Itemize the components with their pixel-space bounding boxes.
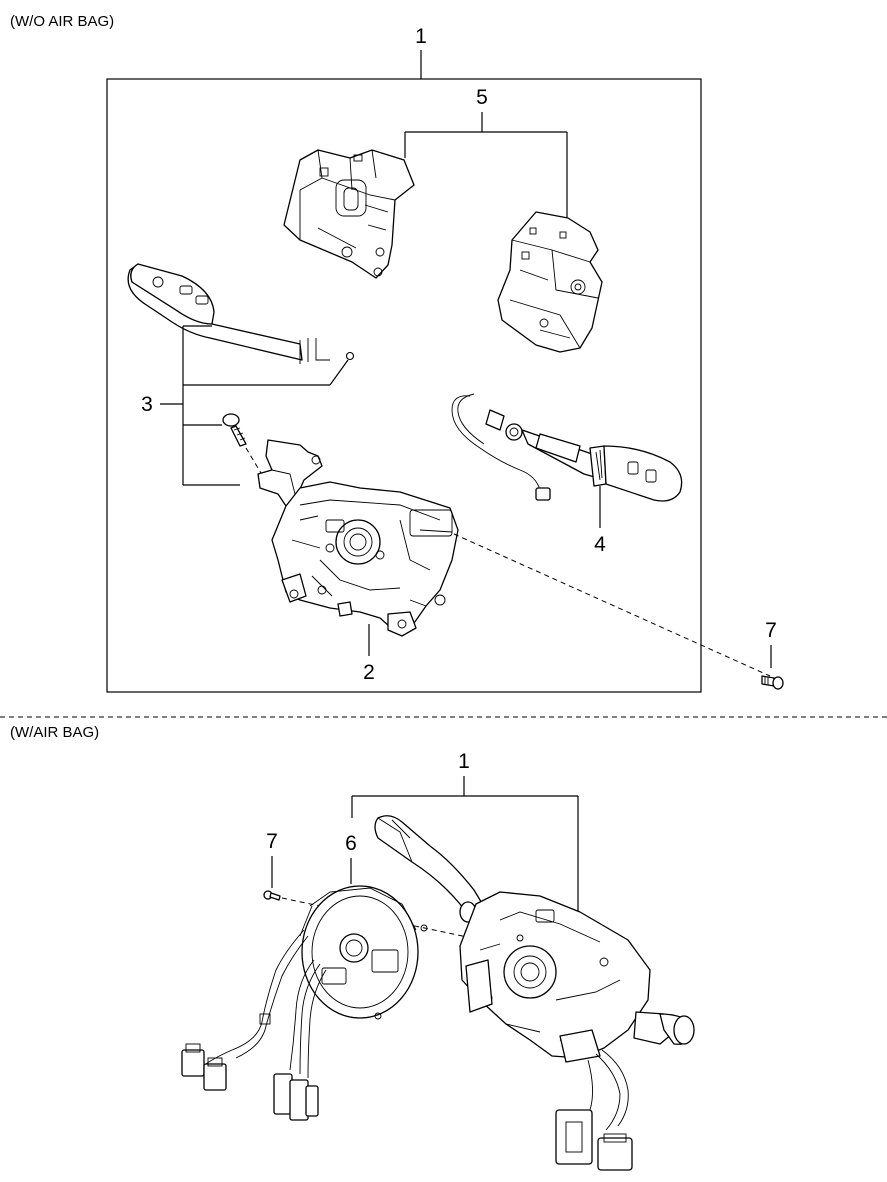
leader-1-bottom-bracket [351,776,579,912]
switch-housing-right [497,211,603,353]
clock-spring [299,885,428,1020]
leader-5-bracket [404,112,568,225]
callout-4: 4 [594,533,606,556]
switch-housing-left [283,149,415,279]
section-label-without-airbag: (W/O AIR BAG) [10,13,114,30]
screw-7-dashed-leader [453,533,771,677]
screw-7-bottom [263,890,281,901]
section-label-with-airbag: (W/AIR BAG) [10,724,99,741]
light-switch-lever [127,263,355,364]
callout-1-top: 1 [415,25,427,48]
switch-body [271,481,459,637]
leader-3-bracket [160,325,349,486]
callout-5: 5 [476,86,488,109]
callout-2: 2 [363,661,375,684]
assembly-frame [106,78,702,693]
screw-7-top [761,675,784,690]
callout-7-top: 7 [765,619,777,642]
clock-spring-harness [181,929,327,1121]
callout-3: 3 [141,393,153,416]
wiper-switch-lever [451,393,683,502]
switch-assembly-airbag [374,815,695,1063]
switch-assembly-harness [555,1049,633,1171]
callout-1-bottom: 1 [458,750,470,773]
callout-7-bottom: 7 [266,830,278,853]
callout-6: 6 [345,832,357,855]
